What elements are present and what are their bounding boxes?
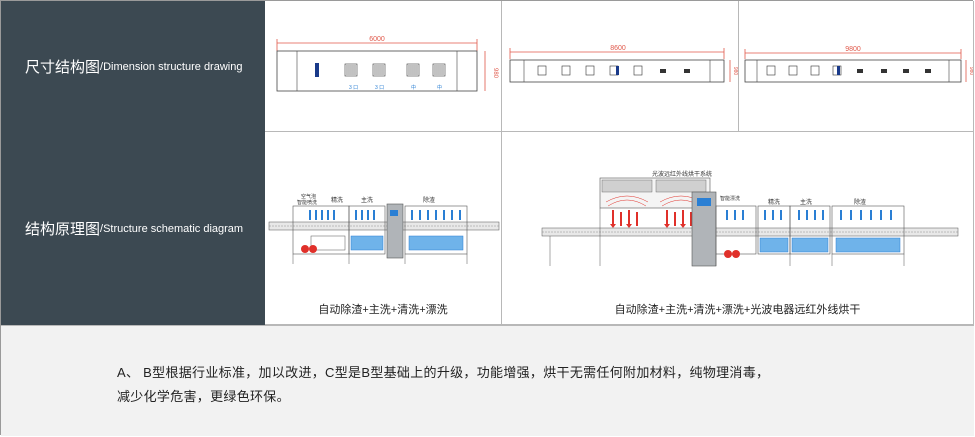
note-line-2: 减少化学危害，更绿色环保。 [117, 389, 290, 404]
note-line-1: A、 B型根据行业标准，加以改进，C型是B型基础上的升级，功能增强，烘干无需任何… [117, 365, 770, 380]
dimension-a-sublabel-2: 3 口 [375, 85, 384, 91]
dimension-a-sublabel-3: 中 [411, 84, 416, 91]
dimension-drawing-a-svg: 6000 980 3 口 3 口 中 中 [276, 36, 498, 92]
row-label-dimension: 尺寸结构图/Dimension structure drawing [1, 1, 265, 132]
row-label-schematic: 结构原理图/Structure schematic diagram [1, 132, 265, 325]
row-label-dimension-en: /Dimension structure drawing [100, 60, 243, 73]
schematic-b-label-residue: 除渣 [854, 198, 866, 206]
dimension-drawing-a: 6000 980 3 口 3 口 中 中 [265, 1, 502, 132]
dimension-drawing-c-svg: 9800 980 [744, 46, 974, 83]
row-label-schematic-en: /Structure schematic diagram [100, 222, 244, 235]
dimension-drawing-b: 8600 980 [502, 1, 739, 132]
dimension-c-length: 9800 [845, 46, 861, 53]
schematic-a-label-spray: 智能喷洗 [297, 199, 317, 206]
schematic-a-label-air: 空气泡 [301, 193, 316, 200]
dimension-a-height: 980 [492, 68, 498, 79]
dimension-a-sublabel-1: 3 口 [349, 85, 358, 91]
dimension-c-height: 980 [968, 67, 974, 76]
dimension-drawing-c: 9800 980 [739, 1, 974, 132]
schematic-b-caption: 自动除渣+主洗+清洗+漂洗+光波电器远红外线烘干 [614, 304, 861, 316]
schematic-b-label-dryer: 光波远红外线烘干系统 [652, 170, 712, 178]
dimension-a-sublabel-4: 中 [437, 84, 442, 91]
row-label-schematic-cn: 结构原理图 [25, 221, 101, 238]
schematic-a-label-fine: 精洗 [331, 196, 343, 204]
schematic-diagram-b: 光波远红外线烘干系统 智能漂洗 精洗 主洗 除渣 [502, 132, 974, 325]
description-note: A、 B型根据行业标准，加以改进，C型是B型基础上的升级，功能增强，烘干无需任何… [1, 325, 974, 436]
schematic-diagram-a-svg: 空气泡 智能喷洗 精洗 主洗 除渣 [268, 193, 500, 264]
schematic-diagram-b-svg: 光波远红外线烘干系统 智能漂洗 精洗 主洗 除渣 [541, 170, 959, 267]
row-label-dimension-cn: 尺寸结构图 [25, 59, 101, 76]
schematic-b-label-main: 主洗 [800, 198, 812, 206]
schematic-b-label-rinse: 智能漂洗 [720, 195, 740, 202]
schematic-diagram-a: 空气泡 智能喷洗 精洗 主洗 除渣 自 [265, 132, 502, 325]
dimension-a-length: 6000 [369, 36, 385, 43]
dimension-b-length: 8600 [610, 45, 626, 52]
schematic-b-label-fine: 精洗 [768, 198, 780, 206]
schematic-a-caption: 自动除渣+主洗+清洗+漂洗 [318, 304, 448, 316]
dimension-drawing-b-svg: 8600 980 [509, 45, 738, 83]
dimension-b-height: 980 [732, 67, 738, 76]
schematic-a-label-residue: 除渣 [423, 196, 435, 204]
schematic-a-label-main: 主洗 [361, 196, 373, 204]
